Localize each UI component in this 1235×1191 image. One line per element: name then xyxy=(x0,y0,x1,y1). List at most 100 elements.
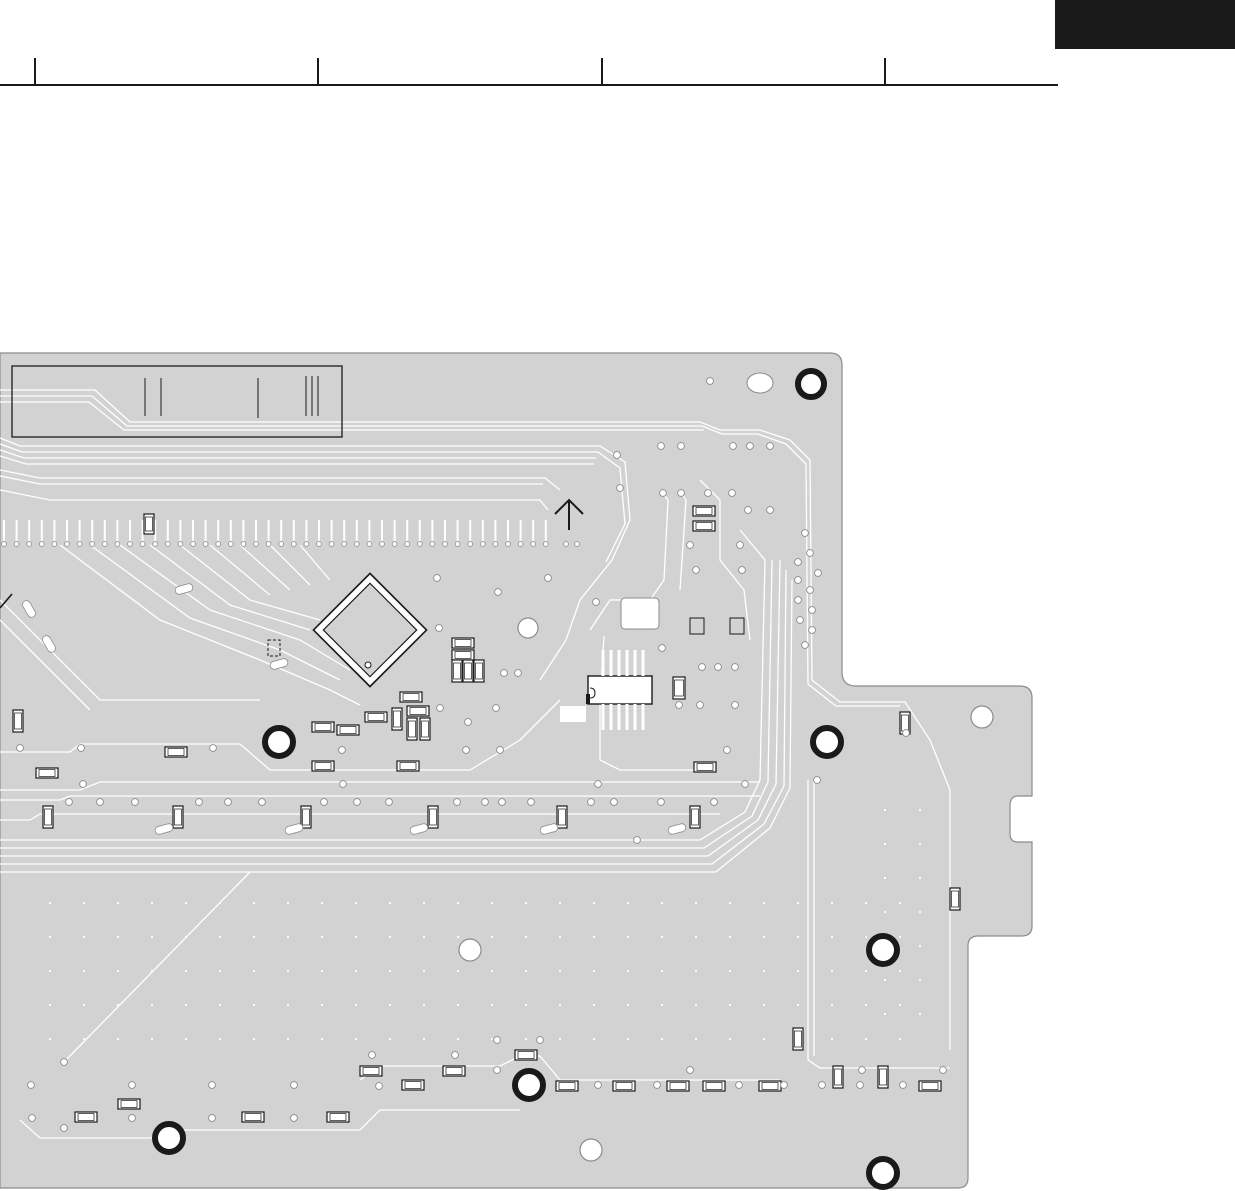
via xyxy=(515,670,522,677)
via xyxy=(660,490,667,497)
plane-dot xyxy=(661,902,663,904)
via xyxy=(595,781,602,788)
via xyxy=(857,1082,864,1089)
pad xyxy=(2,542,7,547)
plane-dot xyxy=(117,970,119,972)
pad xyxy=(77,542,82,547)
via xyxy=(196,799,203,806)
plane-dot xyxy=(865,1038,867,1040)
via xyxy=(802,530,809,537)
via xyxy=(497,747,504,754)
plane-dot xyxy=(661,1004,663,1006)
plane-dot xyxy=(695,902,697,904)
pad xyxy=(531,542,536,547)
via xyxy=(225,799,232,806)
plane-dot xyxy=(559,1038,561,1040)
via xyxy=(614,452,621,459)
via xyxy=(501,670,508,677)
plane-dot xyxy=(491,970,493,972)
oval-pad xyxy=(747,373,773,393)
plane-dot xyxy=(185,970,187,972)
plane-dot xyxy=(899,936,901,938)
via xyxy=(463,747,470,754)
pad xyxy=(518,542,523,547)
plane-dot xyxy=(83,936,85,938)
plane-dot xyxy=(695,936,697,938)
via xyxy=(678,490,685,497)
via xyxy=(859,1067,866,1074)
pad xyxy=(468,542,473,547)
via xyxy=(209,1115,216,1122)
plane-dot xyxy=(763,902,765,904)
plane-dot xyxy=(49,970,51,972)
plane-dot xyxy=(884,877,886,879)
via xyxy=(259,799,266,806)
pad xyxy=(178,542,183,547)
pad xyxy=(304,542,309,547)
mounting-hole xyxy=(265,728,293,756)
plane-dot xyxy=(253,1038,255,1040)
via xyxy=(659,645,666,652)
plane-dot xyxy=(884,809,886,811)
pad xyxy=(329,542,334,547)
via xyxy=(97,799,104,806)
plane-dot xyxy=(423,970,425,972)
pad xyxy=(203,542,208,547)
plane-dot xyxy=(457,936,459,938)
plane-dot xyxy=(919,843,921,845)
plane-dot xyxy=(457,902,459,904)
via xyxy=(593,599,600,606)
via xyxy=(781,1082,788,1089)
plane-dot xyxy=(729,1004,731,1006)
via xyxy=(494,1037,501,1044)
plane-dot xyxy=(899,970,901,972)
plane-dot xyxy=(83,970,85,972)
plane-dot xyxy=(627,902,629,904)
via xyxy=(797,617,804,624)
via xyxy=(465,719,472,726)
pad xyxy=(417,542,422,547)
plane-dot xyxy=(695,1038,697,1040)
plane-dot xyxy=(219,1038,221,1040)
plane-dot xyxy=(525,970,527,972)
plane-dot xyxy=(389,936,391,938)
pad xyxy=(115,542,120,547)
pad xyxy=(228,542,233,547)
via xyxy=(658,799,665,806)
plane-dot xyxy=(729,902,731,904)
via xyxy=(807,587,814,594)
pad xyxy=(405,542,410,547)
pad xyxy=(493,542,498,547)
mounting-hole xyxy=(798,371,824,397)
pad xyxy=(430,542,435,547)
pad xyxy=(354,542,359,547)
via xyxy=(900,1082,907,1089)
via xyxy=(729,490,736,497)
plane-dot xyxy=(355,970,357,972)
via xyxy=(454,799,461,806)
via xyxy=(528,799,535,806)
plane-dot xyxy=(457,970,459,972)
via xyxy=(493,705,500,712)
via xyxy=(436,625,443,632)
plane-dot xyxy=(253,936,255,938)
via xyxy=(747,443,754,450)
plane-dot xyxy=(287,1038,289,1040)
via xyxy=(903,730,910,737)
plane-dot xyxy=(423,936,425,938)
plane-dot xyxy=(83,1038,85,1040)
via xyxy=(78,745,85,752)
via xyxy=(369,1052,376,1059)
via xyxy=(617,485,624,492)
plane-dot xyxy=(355,1004,357,1006)
pad xyxy=(455,542,460,547)
plane-dot xyxy=(49,1038,51,1040)
via xyxy=(697,702,704,709)
via xyxy=(611,799,618,806)
plane-dot xyxy=(185,902,187,904)
via xyxy=(291,1115,298,1122)
pad xyxy=(216,542,221,547)
via xyxy=(499,799,506,806)
plane-dot xyxy=(185,936,187,938)
plane-dot xyxy=(919,979,921,981)
